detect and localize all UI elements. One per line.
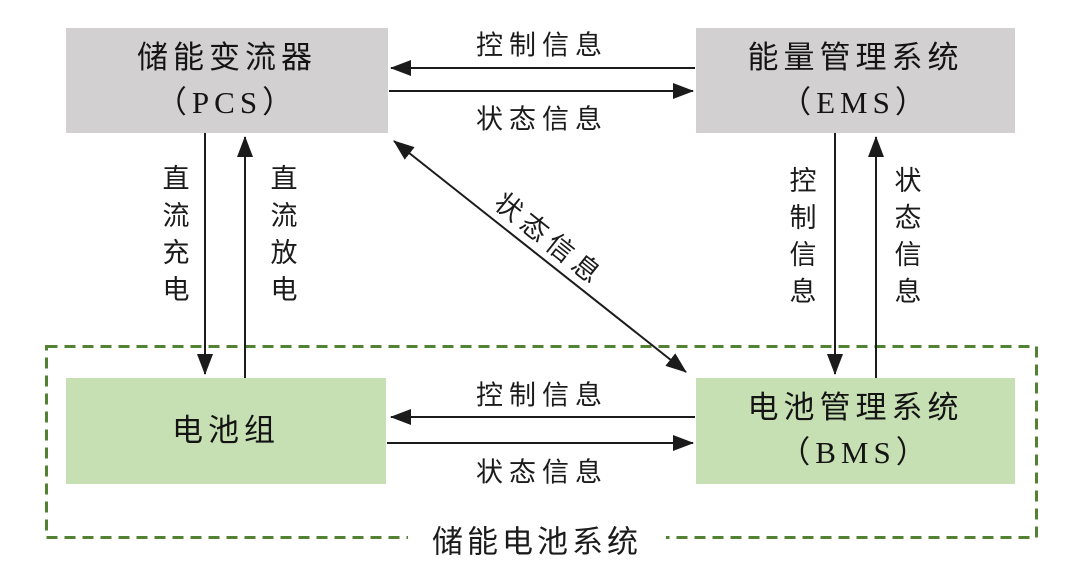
edge-label-control-bottom: 控制信息 <box>476 380 608 411</box>
node-battery-pack: 电池组 <box>66 378 386 484</box>
node-pcs-title: 储能变流器 <box>137 39 317 75</box>
node-battery-pack-title: 电池组 <box>172 412 280 448</box>
node-bms-title: 电池管理系统 <box>747 390 964 426</box>
arrow-bms-pcs-status-diagonal <box>393 140 687 373</box>
edge-label-status-right: 状态信息 <box>890 166 921 314</box>
edge-label-dc-discharge: 直流放电 <box>266 164 297 312</box>
node-pcs: 储能变流器 （PCS） <box>66 28 388 133</box>
edge-label-status-top: 状态信息 <box>476 104 608 135</box>
node-ems: 能量管理系统 （EMS） <box>696 28 1015 133</box>
node-ems-title: 能量管理系统 <box>747 39 964 75</box>
node-ems-subtitle: （EMS） <box>780 84 931 120</box>
node-bms-subtitle: （BMS） <box>779 435 932 470</box>
group-label-energy-storage-battery-system: 储能电池系统 <box>408 516 666 562</box>
edge-label-control-top: 控制信息 <box>476 30 608 61</box>
edge-label-dc-charge: 直流充电 <box>158 164 189 312</box>
node-pcs-subtitle: （PCS） <box>155 84 299 120</box>
edge-label-status-bottom: 状态信息 <box>476 457 608 488</box>
edge-label-control-right: 控制信息 <box>785 166 816 314</box>
node-bms: 电池管理系统 （BMS） <box>696 378 1015 484</box>
